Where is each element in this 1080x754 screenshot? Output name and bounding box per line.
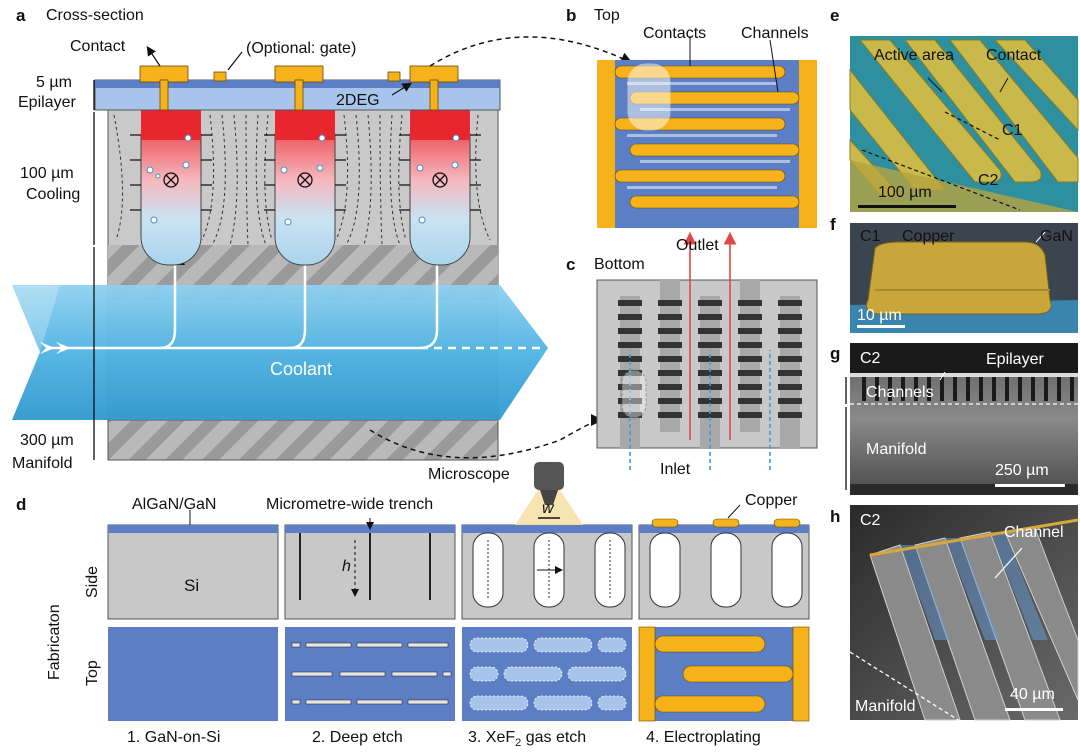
manifold-thickness: 300 µm xyxy=(20,432,74,449)
panel-b-letter: b xyxy=(566,6,577,25)
manifold-h-label: Manifold xyxy=(855,698,916,715)
channels-g-label: Channels xyxy=(866,384,934,401)
panel-e-letter: e xyxy=(830,6,840,25)
panel-g-letter: g xyxy=(830,344,841,363)
gate-label: (Optional: gate) xyxy=(246,40,357,57)
panel-a-title: Cross-section xyxy=(46,7,144,24)
fabrication-label: Fabricaton xyxy=(46,604,63,680)
panel-e-sem xyxy=(849,36,1079,212)
outlet-label: Outlet xyxy=(676,237,719,254)
panel-c-title: Bottom xyxy=(594,256,645,273)
copper-f-label: Copper xyxy=(902,228,955,245)
panel-f-letter: f xyxy=(830,215,836,234)
epilayer-g-label: Epilayer xyxy=(986,351,1044,368)
c1-f-label: C1 xyxy=(860,228,881,245)
top-label: Top xyxy=(84,660,101,686)
c2-h-label: C2 xyxy=(860,512,881,529)
twodeg-label: 2DEG xyxy=(336,92,380,109)
panel-c-bottom-view xyxy=(596,231,818,470)
panel-b-top-view xyxy=(597,36,817,228)
step-2-label: 2. Deep etch xyxy=(312,729,403,746)
contacts-label: Contacts xyxy=(643,25,707,42)
panel-g-sem xyxy=(845,343,1078,495)
panel-a-letter: a xyxy=(16,6,26,25)
panel-d-fabrication xyxy=(107,462,810,722)
step-3-subscript: 2 xyxy=(515,737,522,750)
contact-e-label: Contact xyxy=(986,47,1042,64)
step-3-label: 3. XeF2 gas etch xyxy=(468,729,587,750)
panel-c-letter: c xyxy=(566,255,576,274)
side-label: Side xyxy=(84,565,101,598)
step-4-label: 4. Electroplating xyxy=(646,729,761,746)
panel-d-letter: d xyxy=(16,495,27,514)
gan-f-label: GaN xyxy=(1040,228,1073,245)
epilayer-thickness: 5 µm xyxy=(36,74,72,91)
panel-h-sem xyxy=(849,505,1079,741)
cooling-thickness: 100 µm xyxy=(20,165,74,182)
algan-label: AlGaN/GaN xyxy=(132,496,217,513)
h-label: h xyxy=(342,558,351,575)
channels-label: Channels xyxy=(741,25,809,42)
scale-h-label: 40 µm xyxy=(1010,686,1055,703)
epilayer-label: Epilayer xyxy=(18,94,76,111)
step-1-label: 1. GaN-on-Si xyxy=(127,729,221,746)
c2-g-label: C2 xyxy=(860,350,881,367)
c1-e-label: C1 xyxy=(1002,122,1023,139)
cooling-label: Cooling xyxy=(26,186,81,203)
si-label: Si xyxy=(184,576,200,595)
panel-f-sem xyxy=(850,223,1078,333)
manifold-label: Manifold xyxy=(12,455,73,472)
w-label: w xyxy=(542,500,554,517)
copper-label: Copper xyxy=(745,492,798,509)
microscope-label: Microscope xyxy=(428,466,510,483)
scale-e-label: 100 µm xyxy=(878,184,932,201)
panel-a-cross-section xyxy=(12,36,633,461)
scale-g-label: 250 µm xyxy=(995,462,1049,479)
scale-f-label: 10 µm xyxy=(857,307,902,324)
trench-label: Micrometre-wide trench xyxy=(266,496,434,513)
contact-label: Contact xyxy=(70,38,126,55)
coolant-label: Coolant xyxy=(270,359,333,379)
c2-e-label: C2 xyxy=(978,172,999,189)
panel-b-title: Top xyxy=(594,7,620,24)
inlet-label: Inlet xyxy=(660,461,691,478)
channel-h-label: Channel xyxy=(1004,524,1064,541)
manifold-g-label: Manifold xyxy=(866,441,927,458)
panel-h-letter: h xyxy=(830,507,841,526)
active-area-label: Active area xyxy=(874,47,955,64)
